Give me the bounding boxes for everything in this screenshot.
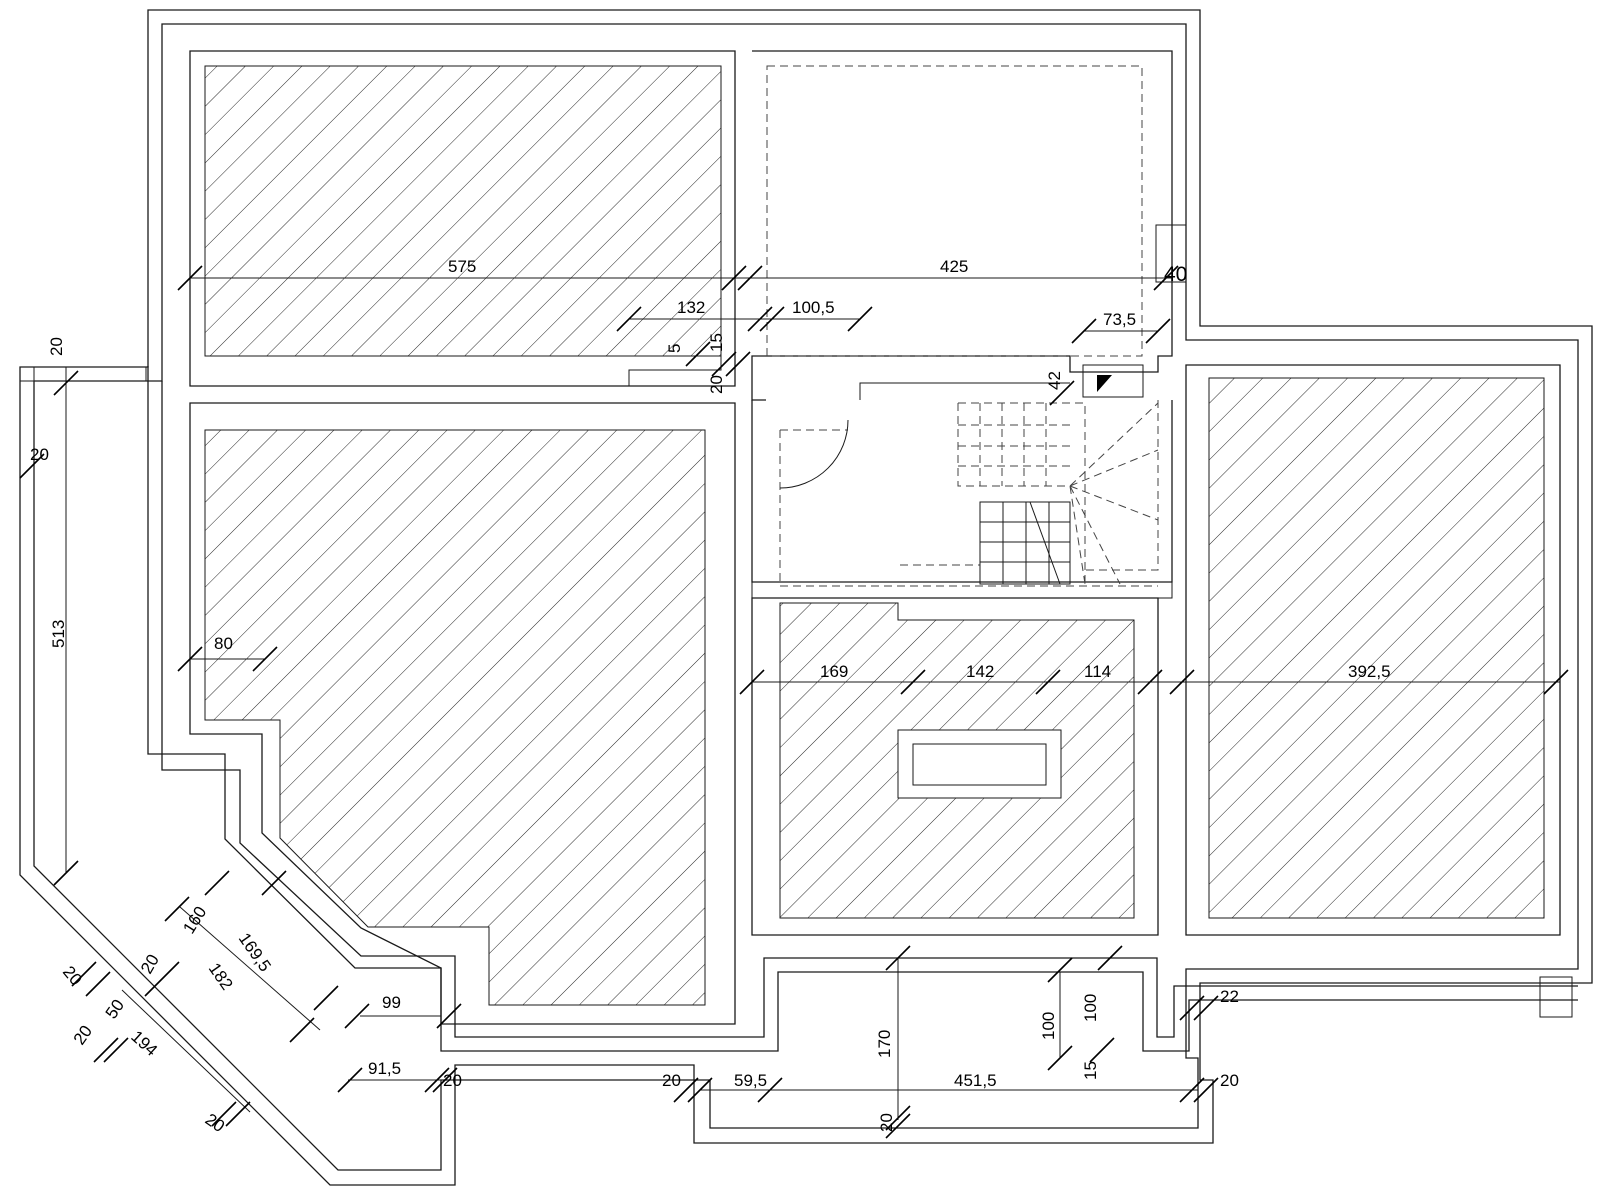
stair-hall <box>751 364 1173 599</box>
dim-label: 194 <box>127 1027 161 1060</box>
room-top-center <box>751 50 1187 401</box>
dimension-lines <box>65 277 1560 1120</box>
stair-lower-flight <box>979 501 1071 585</box>
dim-label: 132 <box>677 298 705 317</box>
dim-label: 169 <box>820 662 848 681</box>
dim-label: 20 <box>30 445 49 464</box>
dim-label: 40 <box>1164 263 1187 286</box>
dim-label: 99 <box>382 993 401 1012</box>
dim-label: 80 <box>214 634 233 653</box>
dim-label: 100,5 <box>792 298 835 317</box>
dim-label: 50 <box>102 996 128 1022</box>
outer-walls <box>19 9 1593 1186</box>
dim-label: 114 <box>1084 662 1111 681</box>
dim-label: 15 <box>1081 1061 1100 1080</box>
room-right <box>1185 364 1573 1018</box>
dim-label: 451,5 <box>954 1071 997 1090</box>
dim-label: 20 <box>1220 1071 1239 1090</box>
dimension-ticks <box>19 265 1569 1139</box>
dim-label: 142 <box>966 662 994 681</box>
dim-label: 169,5 <box>235 929 275 975</box>
dim-label: 42 <box>1045 371 1064 390</box>
dim-label: 20 <box>59 962 86 989</box>
dim-label: 22 <box>1220 987 1239 1006</box>
dim-label: 513 <box>49 620 68 648</box>
dim-label: 73,5 <box>1103 310 1136 329</box>
dim-label: 91,5 <box>368 1059 401 1078</box>
dim-label: 392,5 <box>1348 662 1391 681</box>
stair-treads <box>957 400 1159 585</box>
room-top-left <box>189 50 736 387</box>
dim-label: 425 <box>940 257 968 276</box>
dim-label: 5 <box>665 344 684 353</box>
dim-label: 20 <box>707 375 726 394</box>
dim-label: 20 <box>662 1071 681 1090</box>
dim-label: 15 <box>707 333 726 352</box>
room-center-bottom <box>751 597 1159 936</box>
dim-label: 170 <box>875 1030 894 1058</box>
dim-label: 182 <box>205 959 237 993</box>
dim-label: 20 <box>877 1113 896 1132</box>
dim-label: 100 <box>1081 994 1100 1022</box>
dim-label: 20 <box>443 1071 462 1090</box>
dim-label: 59,5 <box>734 1071 767 1090</box>
dim-label: 575 <box>448 257 476 276</box>
dim-label: 20 <box>47 337 66 356</box>
inner-walls <box>147 366 1578 1052</box>
room-left-large <box>189 402 736 1025</box>
dim-label: 20 <box>70 1022 96 1048</box>
dim-label: 160 <box>179 903 210 937</box>
dim-label: 100 <box>1039 1012 1058 1040</box>
